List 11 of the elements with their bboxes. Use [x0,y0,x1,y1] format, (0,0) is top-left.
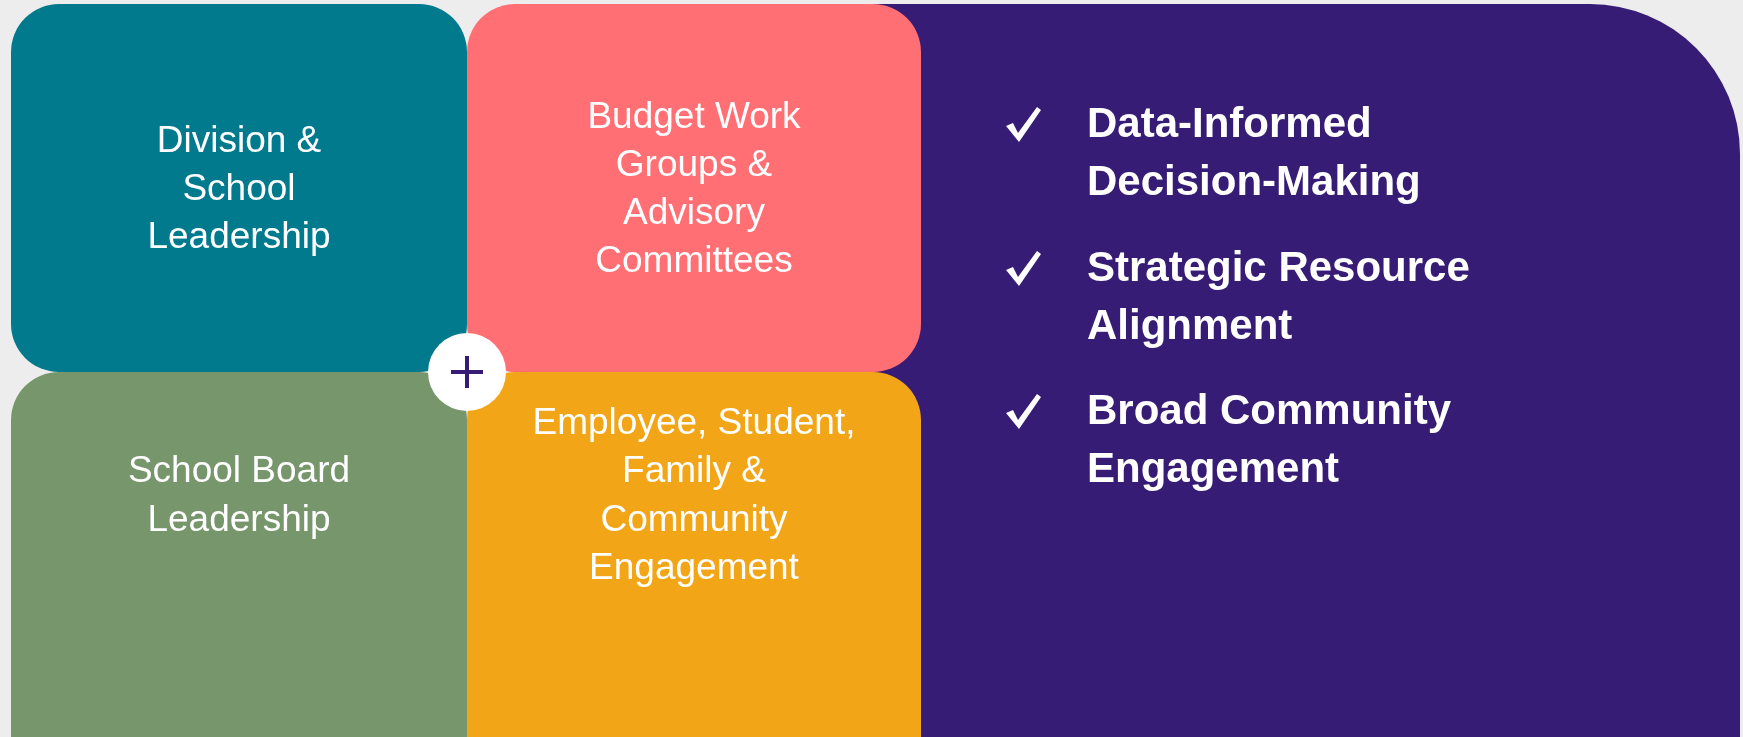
benefit-text: Data-Informed Decision-Making [1087,97,1422,206]
box-label: Budget Work Groups & Advisory Committees [586,93,802,283]
box-label: Division & School Leadership [146,117,332,259]
benefit-text: Broad Community Engagement [1087,385,1452,494]
rounded-box [467,372,921,737]
benefit-text: Strategic Resource Alignment [1087,241,1471,350]
box-label: School Board Leadership [126,448,352,541]
box-label: Employee, Student, Family & Community Engagement [531,400,857,589]
rounded-box [11,372,467,737]
rounded-box [467,4,921,372]
rounded-box [11,4,467,372]
